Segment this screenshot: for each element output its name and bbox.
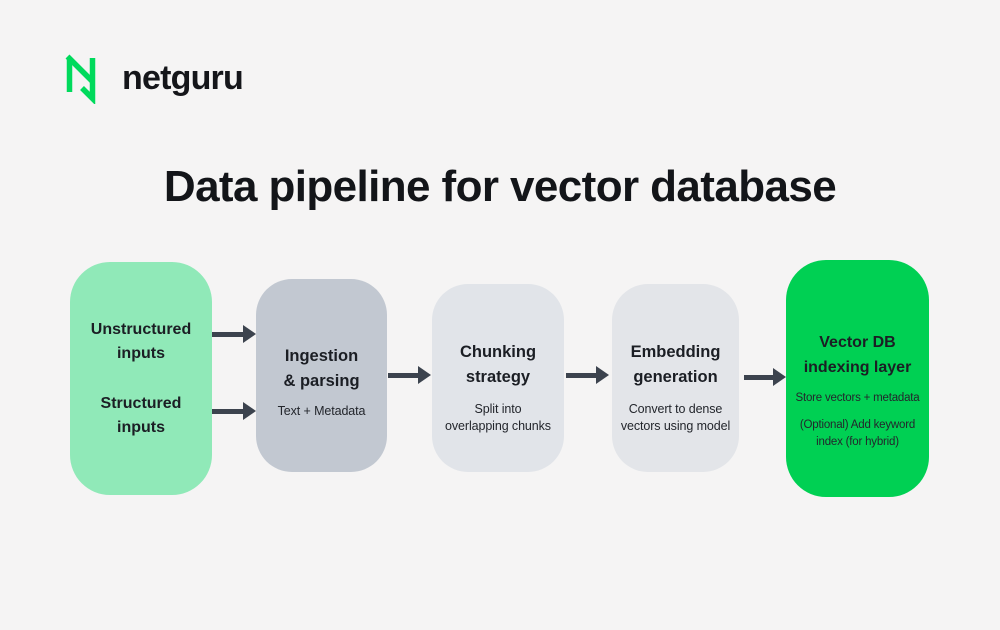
arrow-head — [773, 368, 786, 386]
flow-arrow-ingestion-to-chunking-icon — [388, 366, 431, 384]
arrow-shaft — [744, 374, 773, 380]
stage-subtitle-chunking: Split into overlapping chunks — [445, 401, 551, 433]
stage-box-inputs: Unstructured inputs Structured inputs — [70, 262, 212, 495]
flow-arrow-unstructured-to-ingestion-icon — [212, 325, 256, 343]
stage-label-unstructured: Unstructured inputs — [90, 320, 192, 362]
stage-box-vectordb: Vector DB indexing layer Store vectors +… — [786, 260, 929, 497]
arrow-shaft — [212, 408, 243, 414]
arrow-head — [243, 402, 256, 420]
netguru-logo: netguru — [62, 52, 244, 104]
stage-title-embedding: Embedding generation — [630, 342, 721, 386]
stage-title-ingestion: Ingestion & parsing — [283, 346, 360, 390]
stage-subtitle-ingestion: Text + Metadata — [277, 403, 366, 418]
arrow-head — [418, 366, 431, 384]
stage-box-chunking: Chunking strategy Split into overlapping… — [432, 284, 564, 472]
stage-title-chunking: Chunking strategy — [459, 342, 537, 386]
arrow-head — [596, 366, 609, 384]
stage-label-structured: Structured inputs — [100, 394, 182, 436]
flow-arrow-embedding-to-vectordb-icon — [744, 368, 786, 386]
flow-arrow-structured-to-ingestion-icon — [212, 402, 256, 420]
stage-box-ingestion: Ingestion & parsing Text + Metadata — [256, 279, 387, 472]
stage-subtitle-vectordb-optional: (Optional) Add keyword index (for hybrid… — [799, 419, 916, 448]
brand-name: netguru — [122, 58, 244, 97]
stage-box-embedding: Embedding generation Convert to dense ve… — [612, 284, 739, 472]
stage-subtitle-embedding: Convert to dense vectors using model — [620, 401, 731, 433]
arrow-shaft — [388, 372, 418, 378]
stage-title-vectordb: Vector DB indexing layer — [803, 334, 912, 376]
arrow-head — [243, 325, 256, 343]
arrow-shaft — [566, 372, 596, 378]
flow-arrow-chunking-to-embedding-icon — [566, 366, 609, 384]
arrow-shaft — [212, 331, 243, 337]
page-title: Data pipeline for vector database — [163, 162, 837, 211]
stage-subtitle-vectordb-store: Store vectors + metadata — [795, 392, 920, 404]
netguru-n-logo-icon — [62, 52, 108, 104]
